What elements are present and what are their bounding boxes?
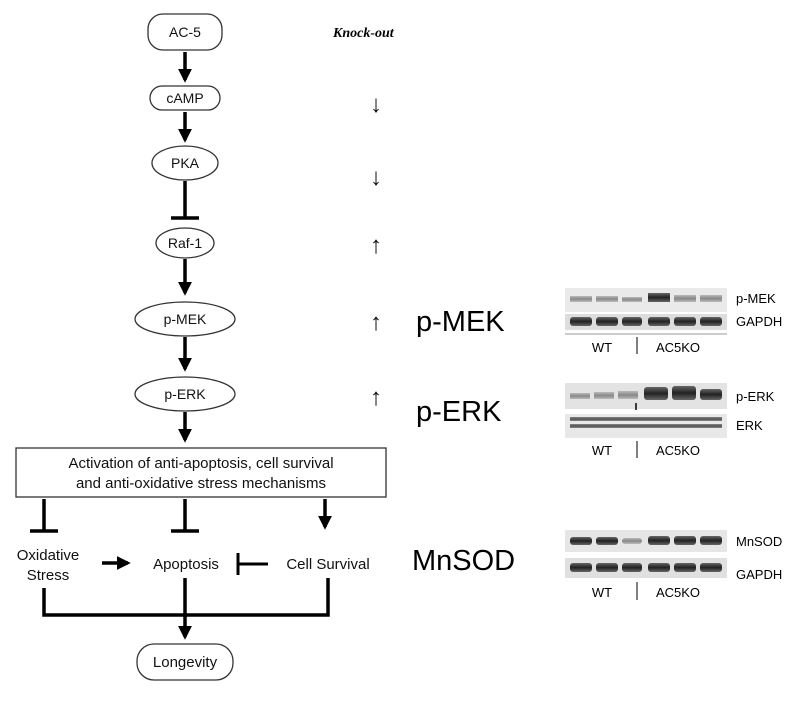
cell-survival-label: Cell Survival [286,556,369,573]
node-raf1-label: Raf-1 [168,235,202,251]
blot1-wt-label: WT [592,340,612,355]
node-longevity-label: Longevity [153,654,218,671]
blot-panel-mnsod: MnSOD GAPDH WT AC5KO [565,530,782,600]
node-pka: PKA [151,145,219,181]
node-ac5-label: AC-5 [169,24,201,40]
blot3-band2-label: GAPDH [736,567,782,582]
blot-panel-perk: p-ERK ERK WT AC5KO [565,383,775,458]
protein-label-mnsod: MnSOD [412,545,515,577]
node-pka-label: PKA [171,155,200,171]
blot3-band1-label: MnSOD [736,534,782,549]
knockout-label: Knock-out [332,26,395,41]
node-longevity: Longevity [136,643,234,681]
activation-line-2: and anti-oxidative stress mechanisms [76,475,326,492]
blot1-band2-label: GAPDH [736,314,782,329]
node-raf1: Raf-1 [155,227,215,259]
blot3-ko-label: AC5KO [656,585,700,600]
protein-label-pmek: p-MEK [416,306,505,338]
node-camp-label: cAMP [166,90,203,106]
blot1-ko-label: AC5KO [656,340,700,355]
apoptosis-label: Apoptosis [153,556,219,573]
activation-box: Activation of anti-apoptosis, cell survi… [15,447,387,498]
oxidative-stress-line-2: Stress [27,567,70,584]
camp-down-arrow-icon: ↓ [370,91,382,118]
pka-down-arrow-icon: ↓ [370,164,382,191]
blot2-band1-label: p-ERK [736,389,775,404]
blot2-band2-label: ERK [736,418,763,433]
node-perk-label: p-ERK [164,386,206,402]
protein-label-perk: p-ERK [416,396,502,428]
blot-panel-pmek: p-MEK GAPDH WT AC5KO [565,288,782,355]
node-camp: cAMP [149,85,221,111]
pmek-up-arrow-icon: ↑ [370,309,382,336]
activation-line-1: Activation of anti-apoptosis, cell survi… [68,455,333,472]
blot1-band1-label: p-MEK [736,291,776,306]
node-ac5: AC-5 [147,13,223,51]
raf1-up-arrow-icon: ↑ [370,232,382,259]
perk-up-arrow-icon: ↑ [370,384,382,411]
oxidative-stress-line-1: Oxidative [17,547,80,564]
node-pmek: p-MEK [134,301,236,337]
node-perk: p-ERK [134,376,236,412]
node-pmek-label: p-MEK [164,311,207,327]
blot3-wt-label: WT [592,585,612,600]
blot2-ko-label: AC5KO [656,443,700,458]
blot2-wt-label: WT [592,443,612,458]
